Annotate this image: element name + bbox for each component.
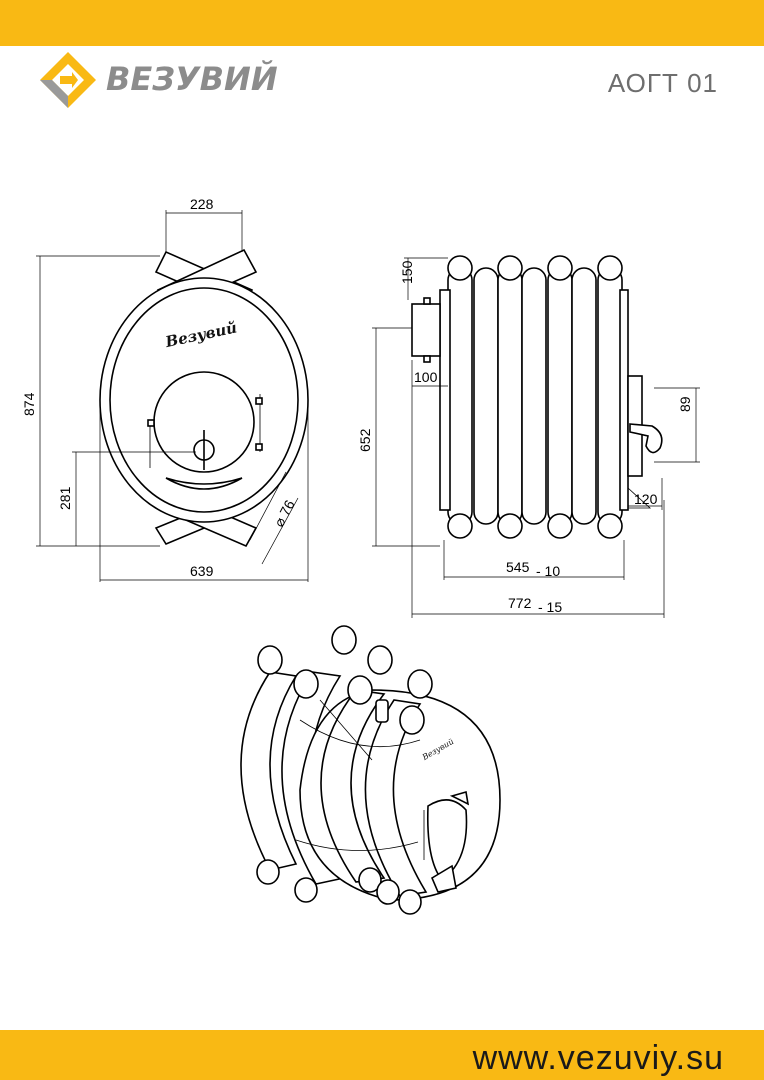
front-view: Везувий 228 874 281 (21, 196, 309, 582)
dim-total-length: 772 (508, 595, 532, 611)
side-flue (411, 303, 441, 357)
dim-top-width: 228 (190, 196, 214, 212)
dim-pipe-diameter: ⌀ 76 (271, 497, 298, 529)
dim-height: 874 (21, 392, 37, 416)
dim-total-tolerance: - 15 (538, 599, 562, 615)
front-ash-tray (165, 477, 243, 490)
iso-door (426, 799, 468, 882)
dim-flue-height: 150 (399, 260, 415, 284)
side-front-plate (439, 289, 451, 511)
front-dimensions (36, 210, 309, 582)
brand-name: ВЕЗУВИЙ (106, 60, 278, 98)
iso-view: Везувий (240, 625, 501, 915)
dim-water-depth: 120 (634, 491, 658, 507)
side-back-plate (619, 289, 629, 511)
model-code: АОГТ 01 (607, 68, 718, 98)
dim-body-tolerance: - 10 (536, 563, 560, 579)
website-link[interactable]: www.vezuviy.su (472, 1039, 724, 1077)
dim-width: 639 (190, 563, 214, 579)
dim-door-height: 281 (57, 486, 73, 510)
side-dimensions (372, 257, 700, 618)
dim-flue-position: 652 (357, 428, 373, 452)
vezuviy-logo-icon (40, 52, 96, 108)
dim-body-length: 545 (506, 559, 530, 575)
dim-water-height: 89 (677, 396, 693, 412)
top-accent-bar (0, 0, 764, 46)
dim-flue-width: 100 (414, 369, 438, 385)
side-handle (629, 423, 663, 454)
side-view: 150 100 652 89 120 545 - 10 772 - 15 (357, 255, 700, 618)
bottom-accent-bar: www.vezuviy.su (0, 1030, 764, 1080)
side-pipes (447, 255, 623, 539)
